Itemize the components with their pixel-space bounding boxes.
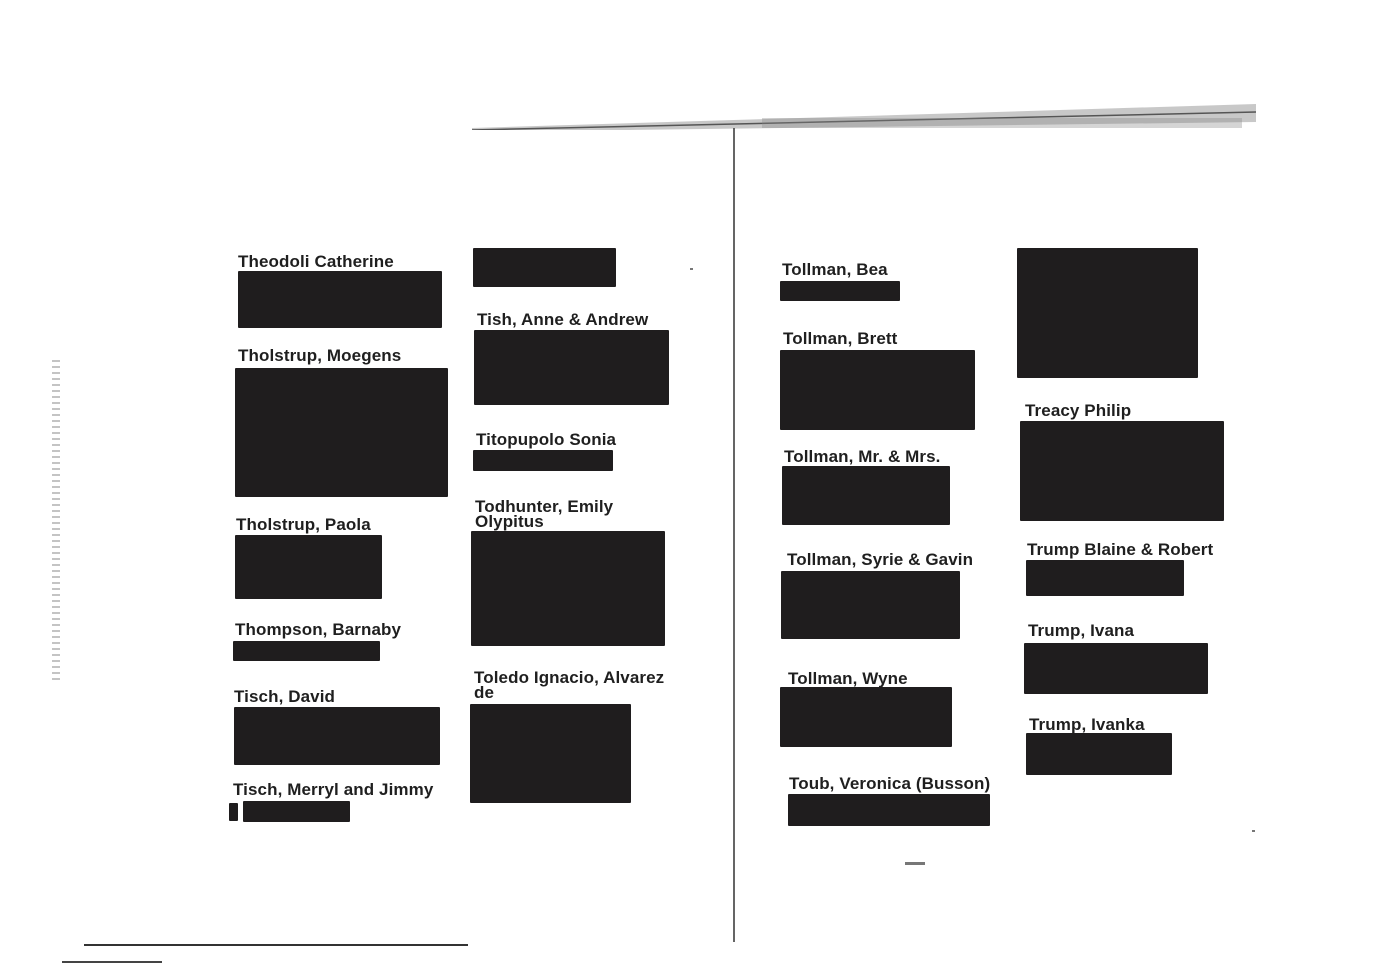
redaction-block [235,535,382,599]
redaction-block [229,803,238,821]
redaction-block [473,450,613,471]
entry-name: Titopupolo Sonia [476,430,617,449]
redaction-block [1017,248,1198,378]
redaction-block [1026,733,1172,775]
entry-name: Trump, Ivana [1028,621,1135,640]
entry-name: Theodoli Catherine [238,252,394,271]
entry-name: Tholstrup, Moegens [238,346,402,365]
entry-name: Tisch, David [234,687,336,706]
redaction-block [1020,421,1224,521]
redaction-block [1026,560,1184,596]
entry-name: Tisch, Merryl and Jimmy [233,780,434,799]
redaction-block [788,794,990,826]
entry-name: Tollman, Syrie & Gavin [787,550,974,569]
page-fold-divider [733,128,735,942]
entry-name: Toledo Ignacio, Alvarez de [474,668,665,702]
redaction-block [234,707,440,765]
redaction-block [781,571,960,639]
scan-speck [690,268,693,270]
entry-name: Tollman, Wyne [788,669,908,688]
bottom-edge-line [84,944,468,946]
redaction-block [471,531,665,646]
redaction-block [1024,643,1208,694]
scan-speck [1252,830,1255,832]
redaction-block [780,687,952,747]
entry-name: Trump, Ivanka [1029,715,1145,734]
redaction-block [782,466,950,525]
entry-name: Tish, Anne & Andrew [477,310,649,329]
entry-name: Thompson, Barnaby [235,620,402,639]
redaction-block [235,368,448,497]
entry-name: Todhunter, Emily Olypitus [475,497,614,531]
redaction-block [780,281,900,301]
entry-name: Trump Blaine & Robert [1027,540,1214,559]
redaction-block [238,271,442,328]
redaction-block [780,350,975,430]
entry-name: Toub, Veronica (Busson) [789,774,991,793]
redaction-block [474,330,669,405]
bottom-edge-line-short [62,961,162,963]
redaction-block [243,801,350,822]
entry-name: Treacy Philip [1025,401,1132,420]
redaction-block [470,704,631,803]
entry-name: Tollman, Bea [782,260,888,279]
scan-speck [905,862,925,865]
redaction-block [233,641,380,661]
left-edge-scan-artifact [52,360,60,680]
entry-name: Tollman, Mr. & Mrs. [784,447,941,466]
entry-name: Tollman, Brett [783,329,898,348]
entry-name: Tholstrup, Paola [236,515,371,534]
top-edge-scan-artifact [472,104,1256,130]
redaction-block [473,248,616,287]
